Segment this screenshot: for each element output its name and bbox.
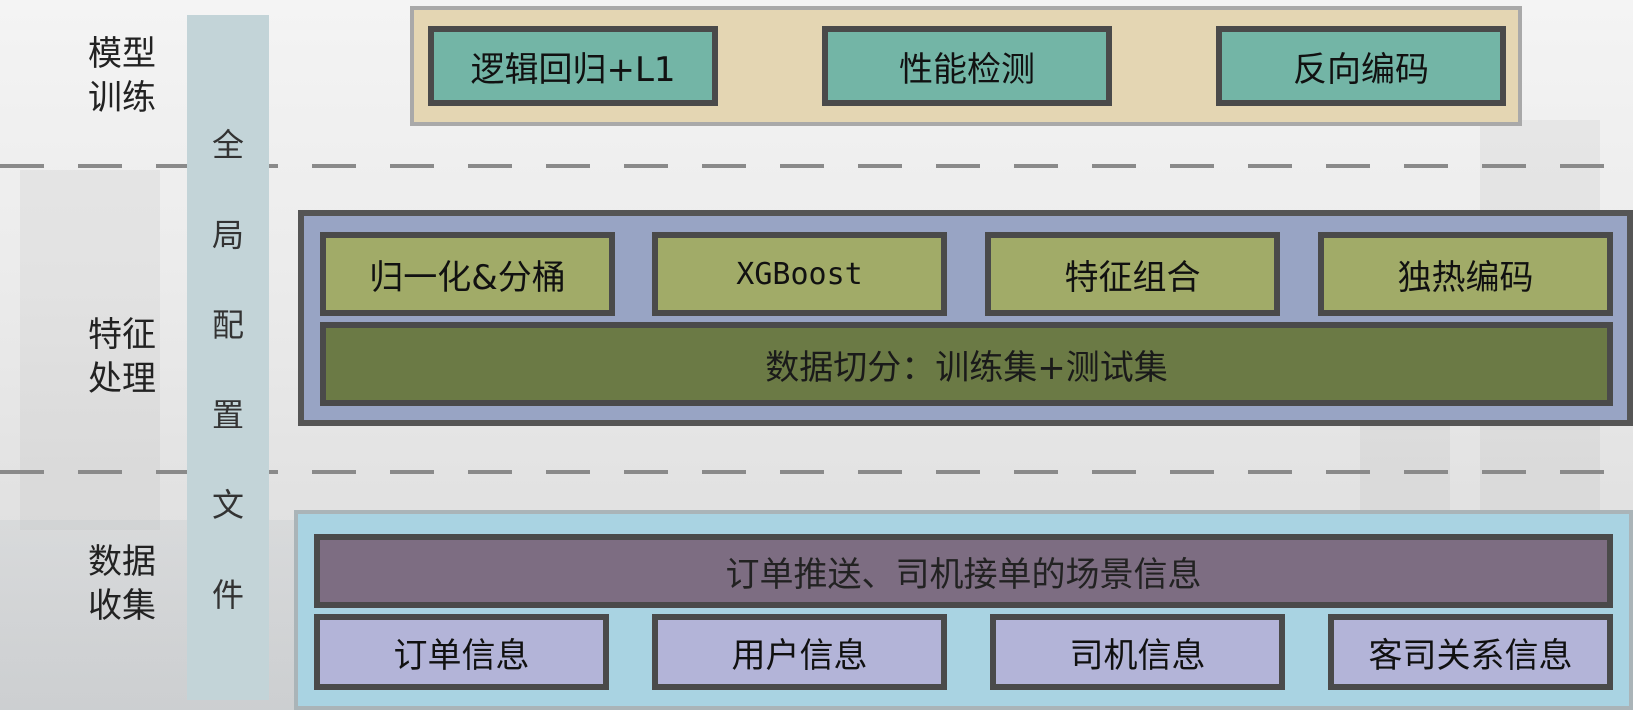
stage-label-line: 训练 bbox=[88, 78, 156, 118]
feature-box-xgboost: XGBoost bbox=[652, 232, 947, 316]
data-box-customer-driver-relation: 客司关系信息 bbox=[1328, 614, 1613, 690]
data-box-scene-info: 订单推送、司机接单的场景信息 bbox=[314, 534, 1613, 608]
model-box-reverse-encoding: 反向编码 bbox=[1216, 26, 1506, 106]
feature-box-normalize-bucket: 归一化&分桶 bbox=[320, 232, 615, 316]
data-box-user-info: 用户信息 bbox=[652, 614, 947, 690]
stage-label-model-training: 模型 训练 bbox=[72, 32, 172, 120]
stage-label-line: 数据 bbox=[88, 542, 156, 582]
global-config-bar: 全 局 配 置 文 件 bbox=[187, 15, 269, 700]
data-box-driver-info: 司机信息 bbox=[990, 614, 1285, 690]
stage-separator bbox=[0, 470, 1633, 474]
feature-box-feature-combination: 特征组合 bbox=[985, 232, 1280, 316]
stage-label-feature-processing: 特征 处理 bbox=[72, 313, 172, 401]
global-config-char: 全 bbox=[211, 126, 244, 164]
stage-label-line: 特征 bbox=[88, 315, 156, 355]
stage-label-line: 收集 bbox=[88, 586, 156, 626]
model-box-performance-check: 性能检测 bbox=[822, 26, 1112, 106]
feature-box-data-split: 数据切分：训练集+测试集 bbox=[320, 322, 1613, 406]
model-box-logistic-regression: 逻辑回归+L1 bbox=[428, 26, 718, 106]
stage-label-data-collection: 数据 收集 bbox=[72, 540, 172, 628]
global-config-char: 局 bbox=[211, 216, 244, 254]
stage-separator bbox=[0, 164, 1633, 168]
feature-box-one-hot-encoding: 独热编码 bbox=[1318, 232, 1613, 316]
stage-label-line: 处理 bbox=[88, 359, 156, 399]
global-config-char: 件 bbox=[211, 576, 244, 614]
global-config-char: 配 bbox=[211, 306, 244, 344]
data-box-order-info: 订单信息 bbox=[314, 614, 609, 690]
stage-label-line: 模型 bbox=[88, 34, 156, 74]
global-config-char: 置 bbox=[211, 396, 244, 434]
global-config-char: 文 bbox=[211, 486, 244, 524]
